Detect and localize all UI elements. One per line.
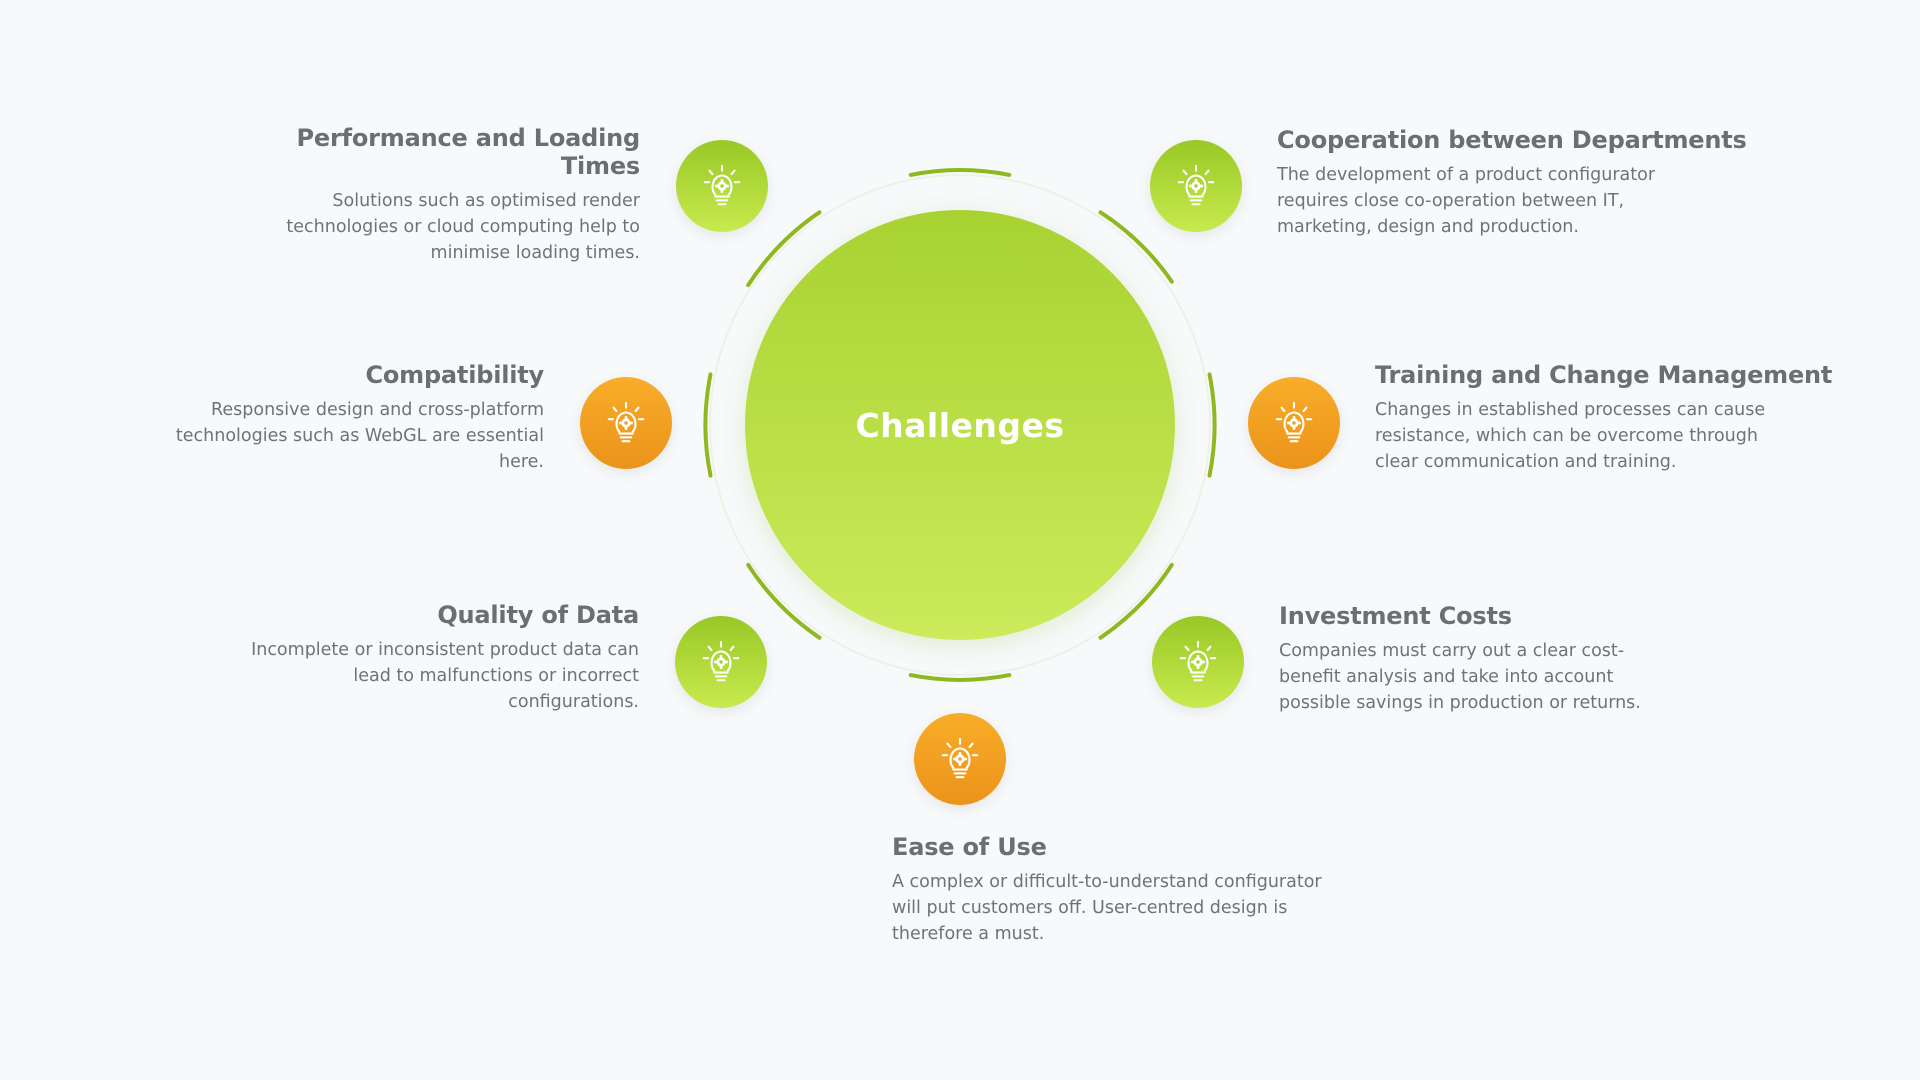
ring-arc-top-right — [1098, 210, 1174, 284]
challenge-title: Cooperation between Departments — [1277, 126, 1747, 154]
lightbulb-gear-icon — [702, 640, 740, 682]
badge-investment — [1152, 616, 1244, 708]
challenge-description: Companies must carry out a clear cost-be… — [1279, 641, 1641, 713]
challenge-performance: Performance and Loading Times Solutions … — [220, 124, 640, 266]
badge-cooperation — [1150, 140, 1242, 232]
ring-arc-bottom-right — [1098, 562, 1174, 640]
challenge-description: The development of a product configurato… — [1277, 165, 1656, 237]
ring-arc-bottom — [908, 673, 1012, 682]
challenge-title: Quality of Data — [437, 601, 639, 629]
lightbulb-gear-icon — [1179, 640, 1217, 682]
badge-compatibility — [580, 377, 672, 469]
ring-arc-right — [1207, 372, 1217, 478]
challenge-cooperation: Cooperation between Departments The deve… — [1277, 126, 1757, 240]
challenge-compatibility: Compatibility Responsive design and cros… — [164, 361, 544, 475]
ring-arc-top-left — [746, 210, 822, 288]
lightbulb-gear-icon — [1275, 401, 1313, 443]
challenge-title: Investment Costs — [1279, 602, 1512, 630]
lightbulb-gear-icon — [607, 401, 645, 443]
badge-training — [1248, 377, 1340, 469]
center-label: Challenges — [855, 405, 1065, 445]
challenge-title: Ease of Use — [892, 833, 1047, 861]
challenge-title: Training and Change Management — [1375, 361, 1833, 389]
challenge-quality: Quality of Data Incomplete or inconsiste… — [219, 601, 639, 715]
badge-quality — [675, 616, 767, 708]
challenge-title: Performance and Loading Times — [296, 124, 641, 180]
badge-performance — [676, 140, 768, 232]
challenge-description: Responsive design and cross-platform tec… — [175, 400, 544, 472]
challenge-title: Compatibility — [365, 361, 544, 389]
challenge-description: Incomplete or inconsistent product data … — [251, 640, 639, 712]
center-challenges-circle: Challenges — [745, 210, 1175, 640]
challenge-description: Solutions such as optimised render techn… — [286, 191, 640, 263]
lightbulb-gear-icon — [941, 737, 979, 779]
badge-ease — [914, 713, 1006, 805]
challenge-description: A complex or difficult-to-understand con… — [892, 872, 1322, 944]
ring-arc-left — [703, 372, 713, 478]
challenge-training: Training and Change Management Changes i… — [1375, 361, 1845, 475]
ring-arc-bottom-left — [746, 562, 822, 640]
lightbulb-gear-icon — [703, 164, 741, 206]
challenge-description: Changes in established processes can cau… — [1375, 400, 1766, 472]
lightbulb-gear-icon — [1177, 164, 1215, 206]
challenge-ease: Ease of Use A complex or difficult-to-un… — [892, 833, 1342, 947]
challenge-investment: Investment Costs Companies must carry ou… — [1279, 602, 1699, 716]
ring-arc-top — [908, 168, 1012, 177]
